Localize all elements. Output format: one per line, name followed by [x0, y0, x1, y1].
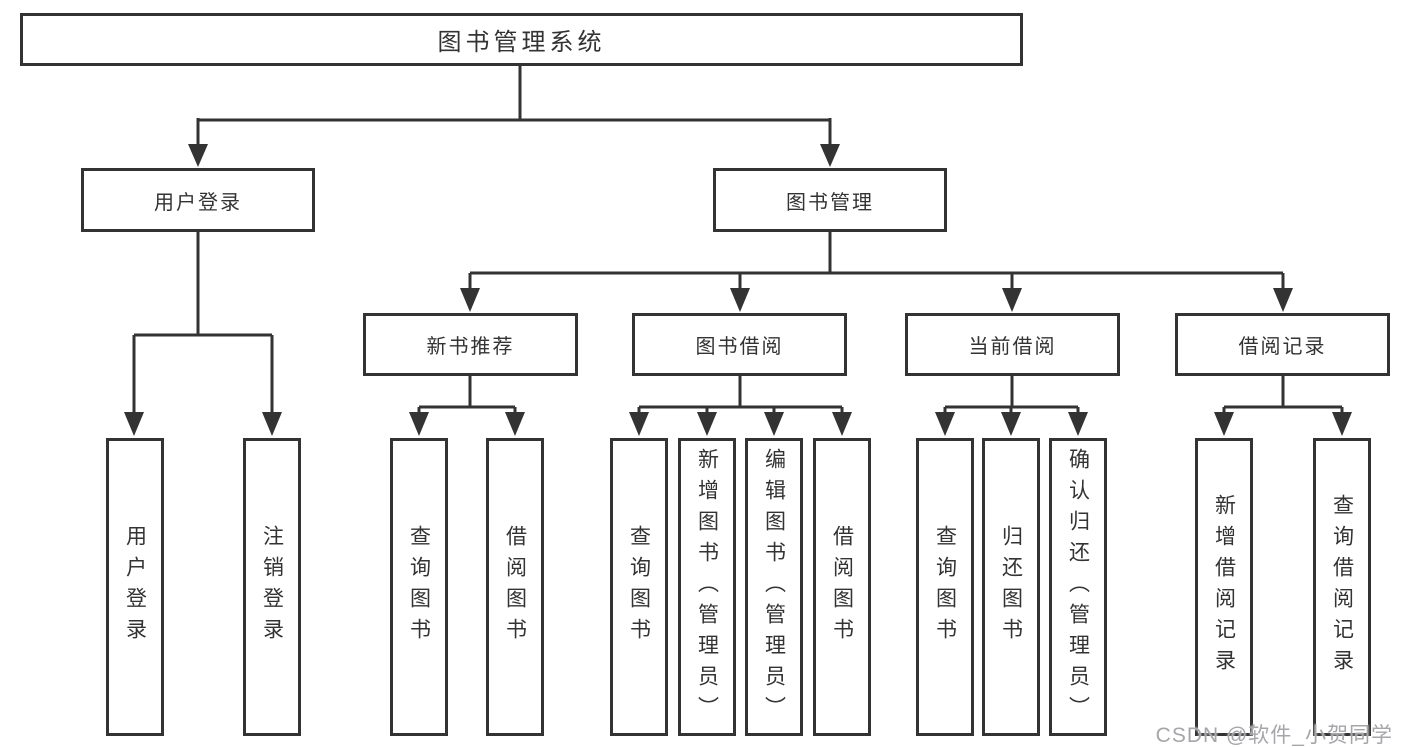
leaf-query-books-1: 查询图书 [390, 438, 448, 736]
leaf-borrow-books-1: 借阅图书 [486, 438, 544, 736]
leaf-edit-books-admin: 编辑图书（管理员） [745, 438, 803, 736]
leaf-confirm-return-admin: 确认归还（管理员） [1049, 438, 1107, 736]
leaf-query-books-2: 查询图书 [610, 438, 668, 736]
leaf-return-books: 归还图书 [982, 438, 1040, 736]
connector-root-to-level1 [188, 66, 840, 167]
node-new-book-recommend: 新书推荐 [363, 313, 578, 376]
leaf-logout: 注销登录 [243, 438, 301, 736]
connector-borrow-records-children [1214, 376, 1352, 436]
connector-current-borrow-children [935, 376, 1088, 436]
leaf-user-login: 用户登录 [106, 438, 164, 736]
leaf-query-borrow-record: 查询借阅记录 [1313, 438, 1371, 736]
node-book-management: 图书管理 [713, 168, 947, 232]
csdn-watermark: CSDN @软件_小贺同学 [1155, 724, 1393, 747]
node-current-borrowing: 当前借阅 [905, 313, 1120, 376]
connector-new-book-children [409, 376, 525, 436]
connector-user-login-children [124, 232, 282, 436]
leaf-add-books-admin: 新增图书（管理员） [678, 438, 736, 736]
leaf-query-books-3: 查询图书 [916, 438, 974, 736]
node-user-login: 用户登录 [81, 168, 315, 232]
node-library-system: 图书管理系统 [20, 13, 1023, 66]
leaf-borrow-books-2: 借阅图书 [813, 438, 871, 736]
leaf-add-borrow-record: 新增借阅记录 [1195, 438, 1253, 736]
node-borrowing-records: 借阅记录 [1175, 313, 1390, 376]
connector-book-borrow-children [629, 376, 852, 436]
connector-book-management-children [460, 232, 1293, 312]
node-book-borrowing: 图书借阅 [632, 313, 847, 376]
